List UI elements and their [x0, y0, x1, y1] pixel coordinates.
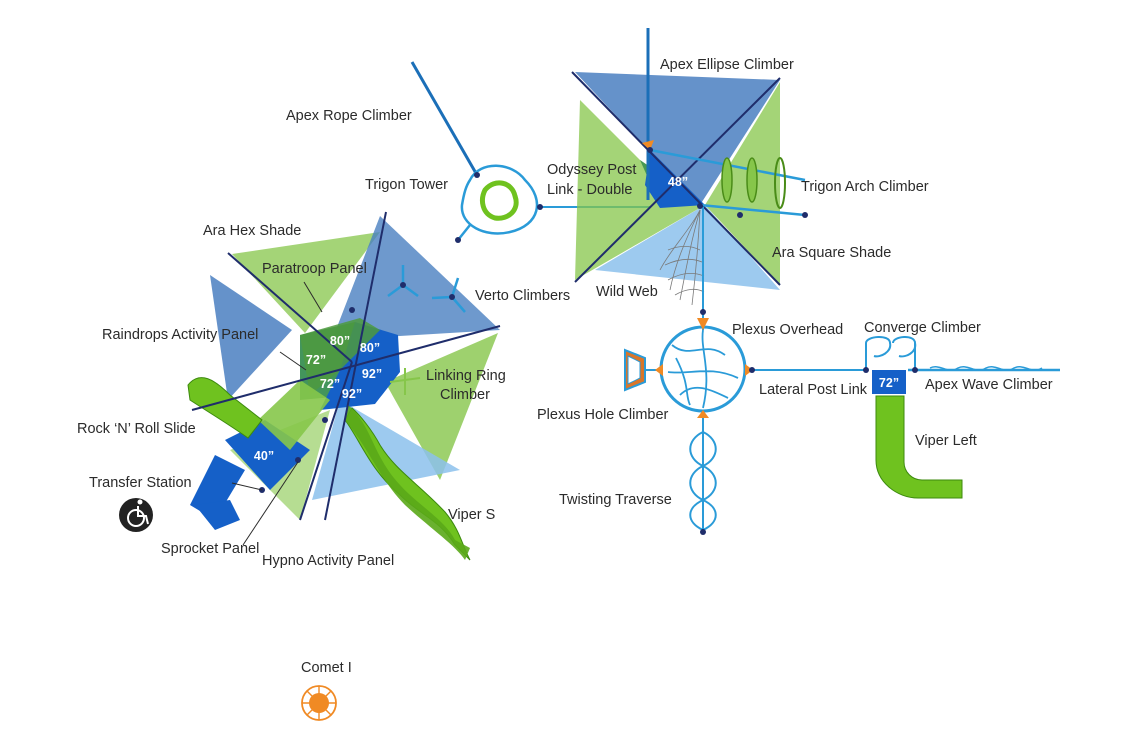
label-apex-rope-climber: Apex Rope Climber — [286, 108, 412, 124]
deck-height-72-left: 72” — [306, 353, 326, 367]
ara-hex-shade — [210, 216, 500, 520]
label-viper-s: Viper S — [448, 507, 495, 523]
twisting-traverse — [689, 418, 717, 532]
label-raindrops-activity-panel: Raindrops Activity Panel — [102, 327, 258, 343]
leader-lines — [231, 281, 323, 546]
trigon-tower — [460, 164, 539, 235]
apex-wave-climber — [908, 366, 1060, 372]
deck-height-72-mid: 72” — [320, 377, 340, 391]
deck-72-right — [872, 370, 906, 394]
plexus-overhead — [659, 325, 747, 413]
viper-s-slide — [344, 405, 471, 561]
deck-height-92-bottom: 92” — [342, 387, 362, 401]
verto-climbers — [387, 265, 466, 313]
label-wild-web: Wild Web — [596, 284, 658, 300]
label-transfer-station: Transfer Station — [89, 475, 192, 491]
viper-left-slide — [875, 395, 963, 499]
trigon-link — [457, 224, 471, 241]
label-odyssey-post-link-1: Odyssey Post — [547, 162, 636, 178]
label-sprocket-panel: Sprocket Panel — [161, 541, 259, 557]
label-trigon-arch-climber: Trigon Arch Climber — [801, 179, 929, 195]
label-comet-i: Comet I — [301, 660, 352, 676]
label-ara-square-shade: Ara Square Shade — [772, 245, 891, 261]
left-shade-poles — [191, 211, 501, 521]
label-viper-left: Viper Left — [915, 433, 977, 449]
label-apex-wave-climber: Apex Wave Climber — [925, 377, 1053, 393]
label-converge-climber: Converge Climber — [864, 320, 981, 336]
deck-height-80-top: 80” — [330, 334, 350, 348]
label-odyssey-post-link-2: Link - Double — [547, 182, 632, 198]
right-shade-poles — [571, 71, 781, 286]
label-twisting-traverse: Twisting Traverse — [559, 492, 672, 508]
plexus-hole-climber — [624, 348, 662, 392]
spinner-icon — [301, 685, 337, 721]
label-plexus-overhead: Plexus Overhead — [732, 322, 843, 338]
label-linking-ring-climber-2: Climber — [440, 387, 490, 403]
deck-height-80-right: 80” — [360, 341, 380, 355]
trigon-arch-climber — [649, 148, 806, 217]
posts — [259, 147, 918, 535]
deck-height-92-right: 92” — [362, 367, 382, 381]
apex-rope-climber — [410, 61, 479, 176]
label-trigon-tower: Trigon Tower — [365, 177, 448, 193]
label-paratroop-panel: Paratroop Panel — [262, 261, 367, 277]
wheelchair-access-icon — [119, 498, 153, 532]
deck-height-72-right: 72” — [879, 376, 899, 390]
label-hypno-activity-panel: Hypno Activity Panel — [262, 553, 394, 569]
label-ara-hex-shade: Ara Hex Shade — [203, 223, 301, 239]
label-lateral-post-link: Lateral Post Link — [759, 382, 868, 398]
label-rock-n-roll-slide: Rock ‘N’ Roll Slide — [77, 421, 196, 437]
deck-height-48: 48” — [668, 175, 688, 189]
label-verto-climbers: Verto Climbers — [475, 288, 570, 304]
left-decks — [190, 318, 400, 530]
label-linking-ring-climber-1: Linking Ring — [426, 368, 506, 384]
linking-ring-climber — [389, 368, 421, 395]
label-plexus-hole-climber: Plexus Hole Climber — [537, 407, 669, 423]
deck-height-40: 40” — [254, 449, 274, 463]
converge-climber — [865, 336, 917, 372]
label-apex-ellipse-climber: Apex Ellipse Climber — [660, 57, 794, 73]
